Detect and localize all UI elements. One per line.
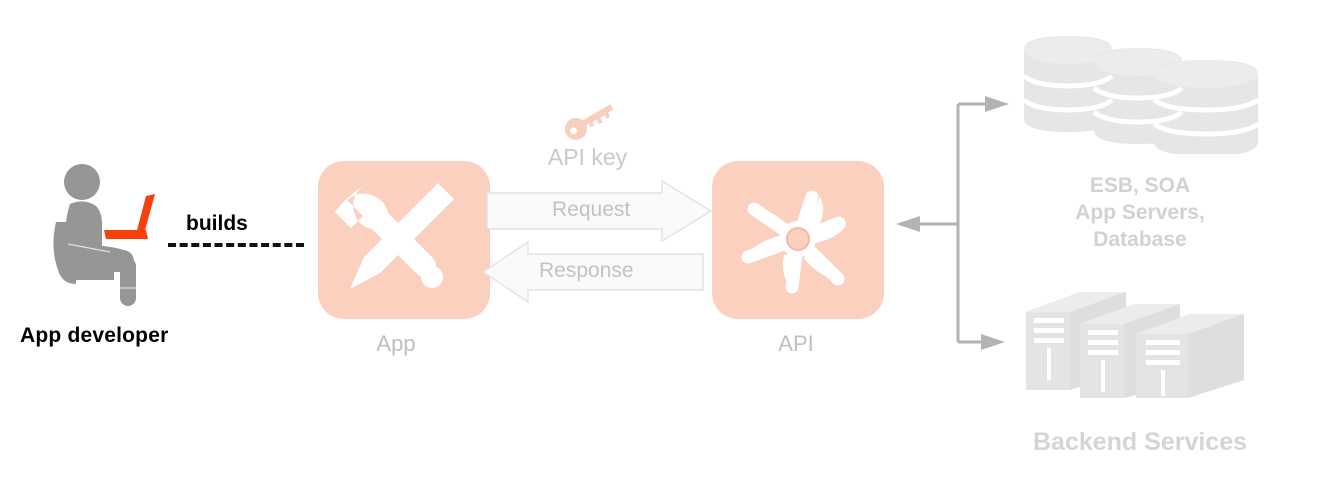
esb-line-1: ESB, SOA	[1089, 174, 1191, 197]
builds-label: builds	[186, 212, 248, 235]
server-rack-icon	[1018, 286, 1258, 398]
api-node-tile[interactable]	[712, 161, 884, 319]
response-arrow-icon	[482, 241, 704, 303]
response-label: Response	[539, 259, 634, 282]
app-node-tile[interactable]	[318, 161, 490, 319]
branching-connector-icon	[884, 90, 1014, 362]
api-star-burst-icon	[741, 190, 846, 294]
app-developer-icon	[40, 160, 180, 312]
database-stack-icon	[1022, 32, 1262, 154]
request-arrow-icon	[486, 180, 712, 242]
api-node-label: API	[778, 331, 814, 356]
app-node-label: App	[376, 331, 416, 356]
key-icon	[559, 99, 621, 143]
arrowhead-to-databases	[985, 96, 1009, 112]
api-key-label: API key	[547, 144, 628, 170]
backend-services-label: Backend Services	[1032, 428, 1248, 456]
wrench-and-pencil-icon	[335, 183, 454, 289]
builds-dashed-connector	[168, 243, 304, 247]
app-developer-label: App developer	[20, 324, 169, 347]
request-label: Request	[552, 198, 631, 221]
arrowhead-to-servers	[981, 334, 1005, 350]
esb-line-2: App Servers,	[1075, 201, 1205, 224]
esb-line-3: Database	[1093, 228, 1187, 251]
esb-soa-label: ESB, SOA App Servers, Database	[1000, 172, 1280, 253]
arrowhead-to-api	[896, 216, 920, 232]
